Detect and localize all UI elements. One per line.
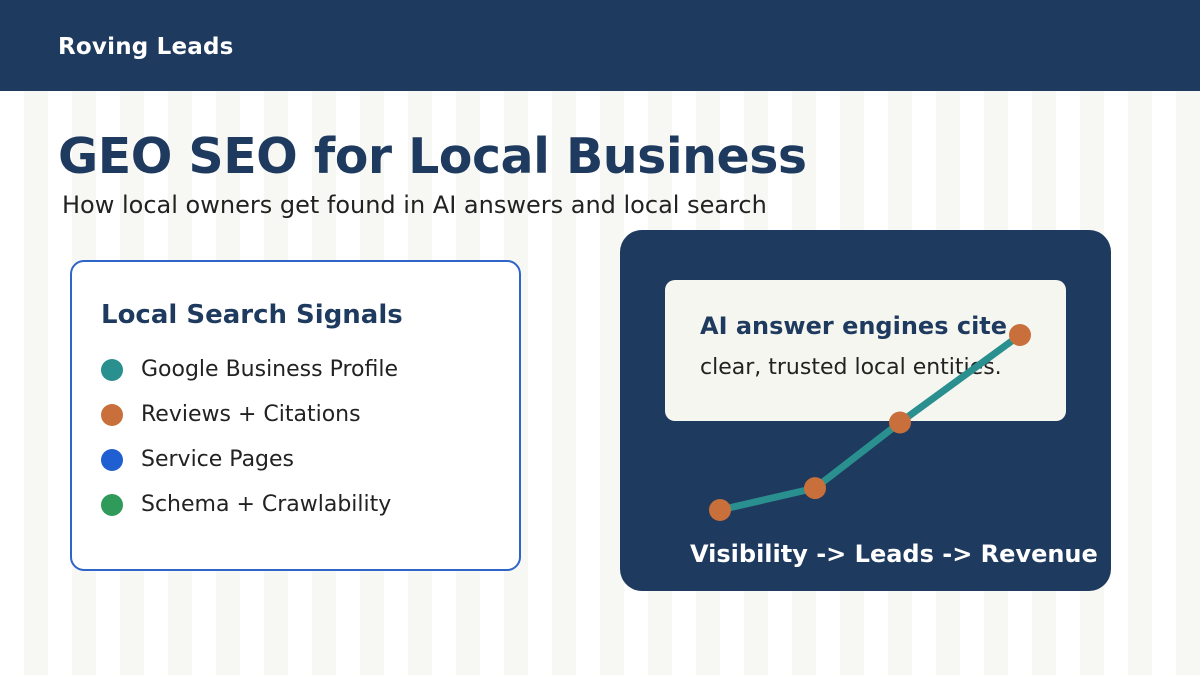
funnel-caption: Visibility -> Leads -> Revenue bbox=[690, 540, 1098, 568]
header-bar: Roving Leads bbox=[0, 0, 1200, 91]
ai-answer-panel: AI answer engines cite clear, trusted lo… bbox=[620, 230, 1111, 591]
brand-name[interactable]: Roving Leads bbox=[58, 34, 234, 60]
page-title: GEO SEO for Local Business bbox=[58, 128, 807, 185]
trend-point bbox=[889, 411, 911, 434]
signal-item-google-business-profile: Google Business Profile bbox=[101, 355, 501, 385]
trend-line bbox=[716, 331, 1024, 514]
ai-card-title: AI answer engines cite bbox=[700, 312, 1008, 340]
trend-points bbox=[709, 324, 1031, 521]
page-subtitle: How local owners get found in AI answers… bbox=[62, 191, 767, 219]
growth-trend-line bbox=[709, 324, 1031, 521]
blue-dot-icon bbox=[101, 449, 123, 471]
signals-title: Local Search Signals bbox=[101, 300, 403, 330]
signal-item-reviews-citations: Reviews + Citations bbox=[101, 400, 501, 430]
signal-label: Service Pages bbox=[141, 447, 295, 472]
ai-card-text: clear, trusted local entities. bbox=[700, 355, 1002, 380]
signal-item-schema-crawlability: Schema + Crawlability bbox=[101, 490, 501, 520]
signal-item-service-pages: Service Pages bbox=[101, 445, 501, 475]
signal-label: Schema + Crawlability bbox=[141, 492, 392, 517]
signal-label: Google Business Profile bbox=[141, 357, 398, 382]
trend-point bbox=[804, 477, 826, 500]
orange-dot-icon bbox=[101, 404, 123, 426]
trend-point bbox=[1009, 324, 1031, 346]
signal-label: Reviews + Citations bbox=[141, 402, 361, 427]
trend-point bbox=[709, 499, 731, 521]
teal-dot-icon bbox=[101, 359, 123, 381]
green-dot-icon bbox=[101, 494, 123, 516]
local-search-signals-card: Local Search Signals Google Business Pro… bbox=[70, 260, 521, 571]
